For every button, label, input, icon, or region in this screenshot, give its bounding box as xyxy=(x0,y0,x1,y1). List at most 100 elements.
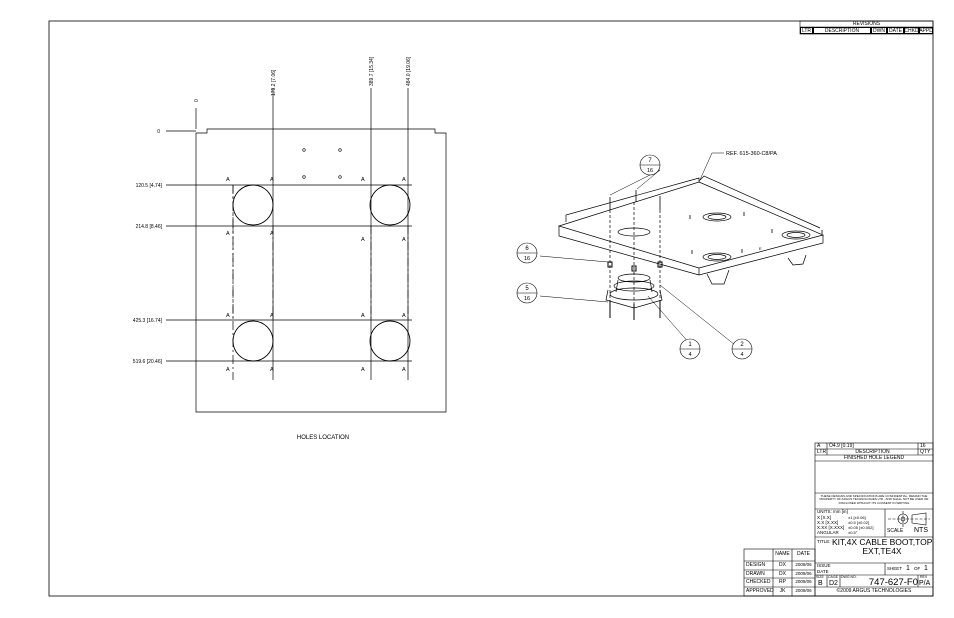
svg-text:4: 4 xyxy=(688,352,691,358)
approvals-date-1: 2009/06 xyxy=(795,571,812,576)
x-dim-1: 179.2 [7.06] xyxy=(271,69,277,96)
approvals-date-0: 2009/06 xyxy=(795,562,812,567)
svg-text:A: A xyxy=(226,313,230,319)
svg-text:A: A xyxy=(226,231,230,237)
svg-text:1: 1 xyxy=(688,342,692,348)
svg-text:A: A xyxy=(402,177,406,183)
ref-note: REF. 615-360-C8/PA xyxy=(726,151,777,157)
rev-header-dwn: DWN xyxy=(871,27,887,34)
boot-hole xyxy=(369,320,411,362)
sheet-border xyxy=(48,20,934,597)
balloon-2: 2 4 xyxy=(731,338,753,360)
copyright: ©2009 ARGUS TECHNOLOGIES xyxy=(836,588,912,594)
x-dim-3: 484.0 [19.06] xyxy=(406,56,412,86)
units-fmt-1: X.X [X.XX] xyxy=(817,520,839,525)
sheet-total: 1 xyxy=(924,565,928,572)
approvals-date-2: 2009/06 xyxy=(795,579,812,584)
svg-text:5: 5 xyxy=(525,286,529,292)
size-label: SIZE xyxy=(816,575,824,579)
isometric-view xyxy=(539,152,825,350)
boot-hole xyxy=(232,320,274,362)
date-label: DATE xyxy=(817,569,829,574)
svg-text:16: 16 xyxy=(647,168,653,174)
cage-value: D2 xyxy=(829,580,838,587)
svg-text:A: A xyxy=(270,313,274,319)
balloon-1: 1 4 xyxy=(679,338,701,360)
rev-header-chkd: CHKD xyxy=(904,27,919,34)
approvals-name-2: RP xyxy=(779,579,786,585)
units-tol-0: ±1 [±0.06] xyxy=(848,515,866,520)
hole-letters: A A A A A A A A A A A A A A A A xyxy=(226,177,406,373)
rev-header-appd: APPD xyxy=(919,27,933,34)
cage-label: CAGE xyxy=(828,575,838,579)
units-fmt-0: X [X.X] xyxy=(817,515,832,520)
svg-text:A: A xyxy=(361,177,365,183)
rev-label: REV xyxy=(920,575,928,579)
title-label: TITLE: xyxy=(817,539,831,544)
sheet-label: SHEET xyxy=(887,566,903,571)
svg-text:6: 6 xyxy=(525,246,529,252)
units-tol-3: ±0.5° xyxy=(848,530,858,535)
issue-label: ISSUE xyxy=(817,563,831,568)
svg-text:4: 4 xyxy=(740,352,743,358)
svg-text:A: A xyxy=(402,237,406,243)
legend-title: FINISHED HOLE LEGEND xyxy=(843,455,905,461)
svg-text:A: A xyxy=(270,367,274,373)
units-fmt-3: ANGULAR xyxy=(817,530,839,535)
drawing-title-line1: KIT,4X CABLE BOOT,TOP xyxy=(832,537,933,547)
projection-symbol xyxy=(888,511,930,527)
boot-hole xyxy=(232,184,274,226)
title-block xyxy=(743,442,934,597)
rev-header-desc: DESCRIPTION xyxy=(813,27,871,34)
approvals-role-0: DESIGN xyxy=(746,562,766,568)
drawing-number: 747-627-F0 xyxy=(868,577,918,588)
dwg-label: DWG NO. xyxy=(841,575,857,579)
legend-row-ltr: A xyxy=(817,443,821,449)
drawing-title-line2: EXT,TE4X xyxy=(862,546,902,556)
y-dim-2: 214.8 [8.46] xyxy=(136,224,163,230)
approvals-header-date: DATE xyxy=(797,551,810,557)
approvals-name-1: DX xyxy=(779,571,786,577)
y-dim-4: 519.6 [20.46] xyxy=(133,359,163,365)
boot-hole xyxy=(369,184,411,226)
rev-header-ltr: LTR xyxy=(800,27,813,34)
svg-text:A: A xyxy=(361,367,365,373)
approvals-name-0: DX xyxy=(779,562,786,568)
y-dim-1: 120.5 [4.74] xyxy=(136,183,163,189)
svg-text:A: A xyxy=(361,237,365,243)
approvals-name-3: JK xyxy=(779,588,786,594)
approvals-role-1: DRAWN xyxy=(746,571,765,577)
units-title: UNITS: mm [in] xyxy=(817,509,848,514)
approvals-role-3: APPROVED xyxy=(746,588,774,594)
svg-text:A: A xyxy=(270,231,274,237)
size-value: B xyxy=(818,580,823,587)
svg-text:A: A xyxy=(226,367,230,373)
y-dim-0: 0 xyxy=(157,129,160,135)
rev-header-date: DATE xyxy=(887,27,904,34)
legend-row-qty: 16 xyxy=(920,443,926,449)
approvals-header-name: NAME xyxy=(775,551,790,557)
sheet-of: OF xyxy=(914,566,921,571)
svg-text:7: 7 xyxy=(648,158,652,164)
sheet-number: 1 xyxy=(906,565,910,572)
y-dim-lines xyxy=(166,130,412,362)
x-dim-2: 389.7 [15.34] xyxy=(369,56,375,86)
revision-value: P/A xyxy=(919,580,931,587)
legend-header-desc: DESCRIPTION xyxy=(855,449,890,455)
iso-letter: E xyxy=(759,246,762,251)
plan-caption: HOLES LOCATION xyxy=(297,435,349,441)
svg-text:A: A xyxy=(361,313,365,319)
balloon-5: 5 16 xyxy=(516,282,538,304)
approvals-role-2: CHECKED xyxy=(746,579,771,585)
svg-text:A: A xyxy=(402,313,406,319)
units-fmt-2: X.XX [X.XXX] xyxy=(817,525,845,530)
plate-outline xyxy=(195,128,447,413)
x-dim-0: 0 xyxy=(194,99,200,102)
legend-row-desc: Ò4.9 [0.19] xyxy=(829,443,854,449)
svg-text:2: 2 xyxy=(740,342,744,348)
balloon-6: 6 16 xyxy=(516,242,538,264)
confidential-notice: THESE DESIGNS AND SPECIFICATIONS ARE CON… xyxy=(819,494,929,505)
revisions-title: REVISIONS xyxy=(852,21,881,27)
approvals-date-3: 2009/06 xyxy=(795,588,812,593)
